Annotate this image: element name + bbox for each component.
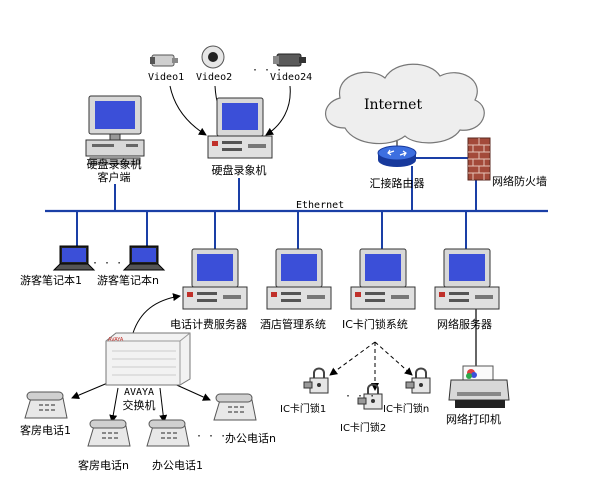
laptop-label-1: 游客笔记本1 — [20, 274, 82, 287]
camera-icon — [273, 50, 307, 70]
lock-label-n: IC卡门锁n — [383, 404, 430, 415]
camera-label-2: Video2 — [196, 72, 233, 83]
lock-label-1: IC卡门锁1 — [280, 404, 327, 415]
internet-label: Internet — [364, 97, 423, 113]
camera-icon — [150, 50, 180, 70]
phone-icon — [23, 391, 69, 420]
dvr-label: 硬盘录象机 — [211, 164, 267, 177]
phone-label-room-n: 客房电话n — [78, 459, 129, 472]
billing-server-computer-icon — [182, 248, 248, 311]
camera-label-24: Video24 — [270, 72, 313, 83]
dvr-computer-icon — [207, 97, 273, 160]
router-label: 汇接路由器 — [369, 177, 425, 190]
phone-label-office-1: 办公电话1 — [152, 459, 203, 472]
pbx-brand: AVAYA — [108, 337, 124, 343]
dvr-client-computer-icon — [85, 95, 146, 168]
ic-lock-system-label: IC卡门锁系统 — [342, 318, 408, 331]
network-server-computer-icon — [434, 248, 500, 311]
hotel-system-computer-icon — [266, 248, 332, 311]
bus-drops — [76, 166, 477, 250]
hotel-system-label: 酒店管理系统 — [260, 318, 326, 331]
internet-cloud-icon — [315, 58, 490, 148]
laptop-label-n: 游客笔记本n — [97, 274, 159, 287]
phone-icon — [212, 393, 258, 422]
lock-icon — [357, 382, 388, 412]
ic-lock-system-computer-icon — [350, 248, 416, 311]
lock-arrows — [329, 341, 413, 391]
lock-icon — [405, 366, 436, 396]
printer-icon — [448, 365, 511, 410]
lock-icon — [303, 366, 334, 396]
lock-dots: · · · — [345, 391, 376, 402]
pbx-label: AVAYA — [123, 387, 155, 398]
printer-label: 网络打印机 — [446, 413, 501, 426]
firewall-icon — [467, 137, 492, 182]
phone-icon — [145, 419, 191, 448]
network-server-label: 网络服务器 — [437, 318, 492, 331]
camera-dots: · · · — [252, 65, 283, 76]
phone-icon — [86, 419, 132, 448]
firewall-label: 网络防火墙 — [492, 175, 547, 188]
dome-camera-icon — [200, 44, 226, 70]
dvr-client-label-2: 客户端 — [97, 171, 131, 184]
phone-dots: · · · — [196, 431, 227, 442]
billing-server-label: 电话计费服务器 — [170, 318, 247, 331]
camera-label-1: Video1 — [148, 72, 185, 83]
phone-label-office-n: 办公电话n — [225, 432, 276, 445]
dvr-client-label: 硬盘录象机 — [86, 158, 142, 171]
laptop-icon — [122, 245, 166, 272]
laptop-icon — [52, 245, 96, 272]
pbx-switch-icon — [105, 332, 191, 386]
pbx-label-2: 交换机 — [122, 399, 156, 412]
phone-label-room-1: 客房电话1 — [20, 424, 71, 437]
ethernet-label: Ethernet — [296, 200, 345, 211]
router-icon — [376, 144, 418, 168]
lock-label-2: IC卡门锁2 — [340, 423, 387, 434]
laptop-dots: · · · — [92, 258, 123, 269]
